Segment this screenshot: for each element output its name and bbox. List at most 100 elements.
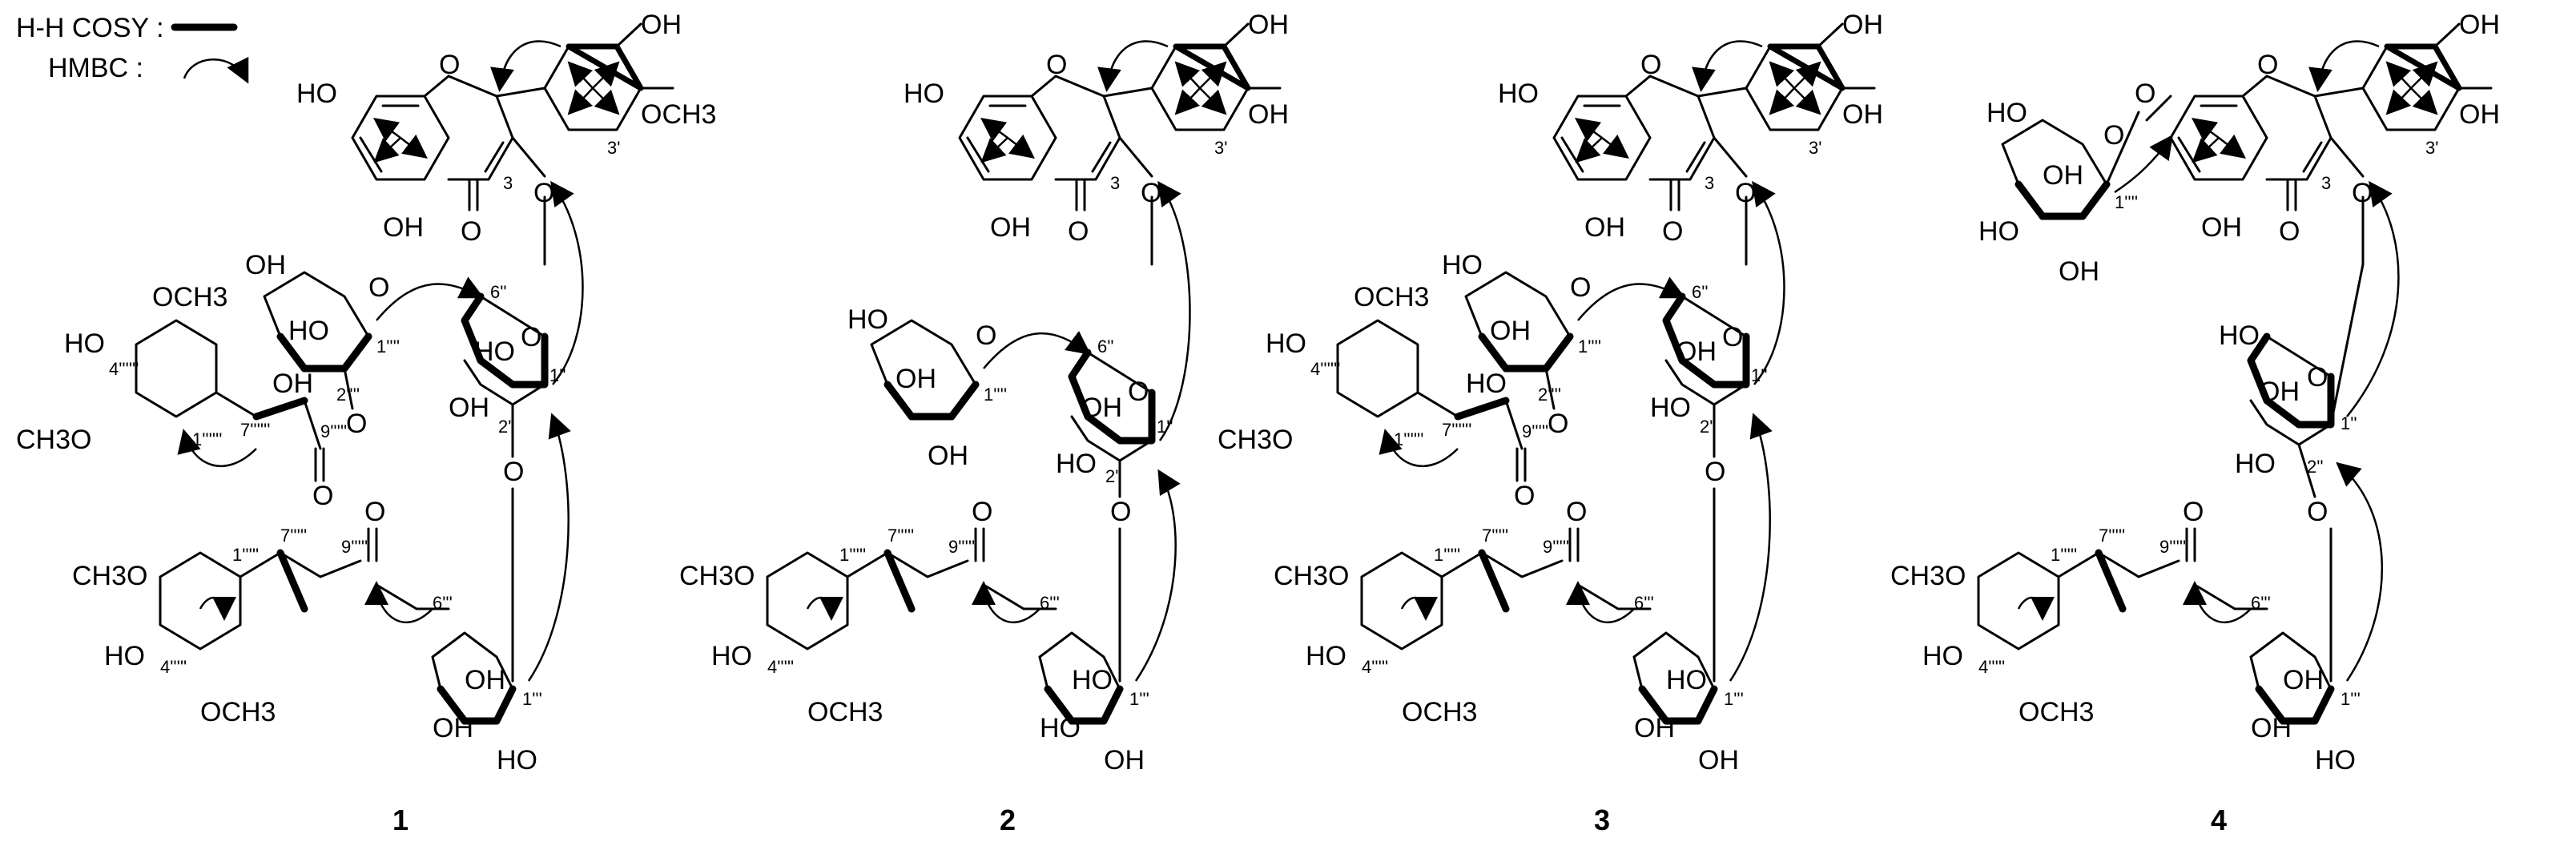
pos-3-label: 3 (503, 173, 513, 193)
acyl-ome-label: CH3O (1274, 561, 1349, 591)
carbonyl-o-label: O (2279, 216, 2300, 247)
ring-o-label: O (2103, 120, 2124, 151)
oh-label: OH (2059, 256, 2099, 287)
acyl-oh-label: HO (104, 641, 145, 671)
pos-3p-label: 3' (607, 138, 620, 158)
b-ring-3-oh-label: OH (1842, 99, 1883, 130)
c1ppp-label: 1''' (1129, 689, 1149, 709)
oh-label: OH (449, 393, 489, 423)
oh-label: OH (1104, 745, 1145, 775)
c2pp-label: 2'' (1700, 417, 1717, 437)
acyl-pos1-label: 1''''' (1434, 545, 1460, 565)
oh-label: HO (1056, 449, 1097, 479)
glyco-o-label: O (1141, 178, 1161, 208)
acyl-ome-label: CH3O (679, 561, 755, 591)
acyl-top: O HO OCH3 CH3O 4'''''' 1'''''' 7'''''' 9… (1218, 282, 1552, 511)
pos-3-label: 3 (1110, 173, 1120, 193)
b-ring-4-oh-label: OH (641, 10, 682, 40)
c1pppp-label: 1'''' (984, 385, 1007, 405)
acyl-pos9-label: 9'''''' (320, 421, 350, 441)
ester-o-label: O (346, 409, 367, 439)
glucose-terminal: OH HO OH O 1'''' 2'''' O (245, 250, 485, 439)
glucose-7-o: HO OH HO OH O 1'''' (1978, 98, 2173, 287)
c5-oh-label: OH (1584, 212, 1625, 243)
b-ring-4-oh-label: OH (2459, 10, 2500, 40)
glyco-o-label: O (2352, 178, 2373, 208)
oh-label: OH (1676, 336, 1717, 367)
b-ring-4-oh-label: OH (1842, 10, 1883, 40)
oh-label: HO (1666, 665, 1707, 695)
acyl-ome-label: OCH3 (1402, 697, 1477, 727)
acyl-pos1-label: 1''''' (2051, 545, 2077, 565)
oh-label: HO (2235, 449, 2276, 479)
c6pp-label: 6'' (1692, 282, 1709, 302)
acyl-pos4-label: 4''''' (1362, 657, 1388, 677)
ring-o-label: O (521, 322, 541, 352)
ester-o-label: O (1548, 409, 1568, 439)
acyl-carbonyl-o: O (2183, 497, 2204, 527)
oh-label: HO (2315, 745, 2356, 775)
ring-o-label: O (503, 457, 524, 487)
acyl-carbonyl-o: O (1514, 481, 1535, 511)
acyl-carbonyl-o: O (972, 497, 992, 527)
ring-o-label: O (439, 50, 460, 80)
pos-3p-label: 3' (1809, 138, 1821, 158)
acyl-pos7-label: 7''''' (888, 526, 914, 546)
c5-oh-label: OH (2201, 212, 2242, 243)
oh-label: HO (1072, 665, 1113, 695)
acyl-bottom: O CH3O HO OCH3 4''''' 1''''' 7''''' 9'''… (72, 497, 450, 727)
acyl-pos4-label: 4'''''' (109, 359, 139, 379)
c1ppp-label: 1''' (522, 689, 542, 709)
acyl-bottom: O CH3O HO OCH3 4''''' 1''''' 7''''' 9'''… (679, 497, 1057, 727)
oh-label: HO (1986, 98, 2027, 128)
ring-o-label: O (1570, 272, 1591, 303)
c1pp-label: 1'' (2341, 413, 2357, 433)
compound-number: 1 (392, 804, 409, 836)
ring-o-label: O (1046, 50, 1067, 80)
pos-3-label: 3 (2321, 173, 2331, 193)
ring-o-label: O (1640, 50, 1661, 80)
oh-label: OH (896, 364, 936, 394)
oh-label: OH (1634, 713, 1675, 743)
c6pp-label: 6'' (490, 282, 507, 302)
acyl-ome-label: OCH3 (2019, 697, 2094, 727)
oh-label: OH (2043, 160, 2083, 191)
oh-label: HO (497, 745, 537, 775)
compound-2: HO OH O O OH OH 3' 3 O 1'' 2'' 6'' HO OH… (679, 10, 1289, 836)
acyl-pos7-label: 7''''' (280, 526, 307, 546)
c6pp-label: 6'' (1097, 336, 1114, 356)
acyl-pos9-label: 9''''' (948, 537, 975, 557)
oh-label: OH (928, 441, 968, 471)
acyl-pos4-label: 4''''' (1978, 657, 2005, 677)
oh-label: HO (1040, 713, 1081, 743)
acyl-carbonyl-o: O (364, 497, 385, 527)
oh-label: OH (1490, 316, 1531, 346)
compound-number: 2 (1000, 804, 1016, 836)
c5-oh-label: OH (383, 212, 424, 243)
carbonyl-o-label: O (461, 216, 481, 247)
acyl-pos1-label: 1'''''' (192, 429, 222, 449)
pos-3p-label: 3' (1214, 138, 1227, 158)
oh-label: OH (433, 713, 473, 743)
acyl-ome-label: OCH3 (1354, 282, 1429, 312)
ring-o-label: O (1110, 497, 1131, 527)
acyl-pos4-label: 4'''''' (1310, 359, 1340, 379)
b-ring-3-oh-label: OH (2459, 99, 2500, 130)
acyl-pos1-label: 1'''''' (1394, 429, 1423, 449)
acyl-pos1-label: 1''''' (232, 545, 259, 565)
acyl-pos7-label: 7''''' (2099, 526, 2125, 546)
acyl-ome-label: CH3O (1890, 561, 1966, 591)
glucose-lower: OH HO OH 1''' 6''' (431, 413, 571, 775)
c2pp-label: 2'' (1105, 466, 1122, 486)
oh-label: OH (465, 665, 505, 695)
ring-o-label: O (2257, 50, 2278, 80)
glyco-o-label: O (1735, 178, 1756, 208)
acyl-ome-label: OCH3 (807, 697, 883, 727)
b-ring-4-oh-label: OH (1248, 10, 1289, 40)
legend: H-H COSY : HMBC : (16, 13, 249, 84)
acyl-pos9-label: 9'''''' (1522, 421, 1552, 441)
acyl-pos9-label: 9''''' (1543, 537, 1569, 557)
acyl-oh-label: HO (711, 641, 752, 671)
a-ring-oh-label: HO (904, 79, 944, 109)
oh-label: HO (1650, 393, 1691, 423)
